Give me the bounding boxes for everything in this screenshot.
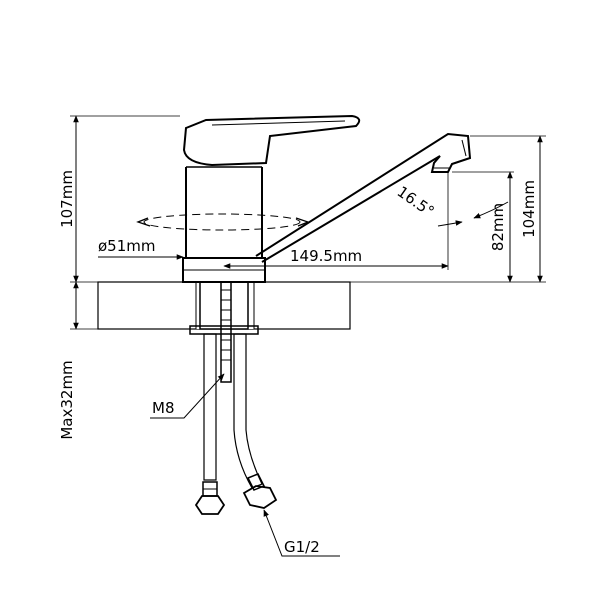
- dim-reach-149: 149.5mm: [223, 172, 449, 270]
- faucet-body: [136, 114, 472, 283]
- dim-label-32: Max32mm: [58, 360, 76, 439]
- dim-height-82: 82mm: [452, 171, 514, 283]
- dim-max-32: Max32mm: [58, 281, 98, 440]
- dim-label-82: 82mm: [489, 203, 507, 251]
- callout-g12: G1/2: [263, 509, 340, 557]
- dim-label-104: 104mm: [520, 180, 538, 238]
- callout-m8: M8: [150, 373, 225, 419]
- countertop-section: [97, 281, 351, 330]
- dim-label-51: ø51mm: [98, 237, 156, 255]
- dim-label-149: 149.5mm: [290, 247, 362, 265]
- mounting-stud: [189, 281, 259, 383]
- dim-height-104: 104mm: [350, 135, 546, 283]
- flexible-hoses: [194, 333, 278, 515]
- dim-diameter-51: ø51mm: [98, 237, 184, 260]
- label-g12: G1/2: [284, 538, 320, 556]
- dim-label-107: 107mm: [58, 170, 76, 228]
- dim-label-angle: 16.5°: [394, 183, 438, 221]
- label-m8: M8: [152, 399, 175, 417]
